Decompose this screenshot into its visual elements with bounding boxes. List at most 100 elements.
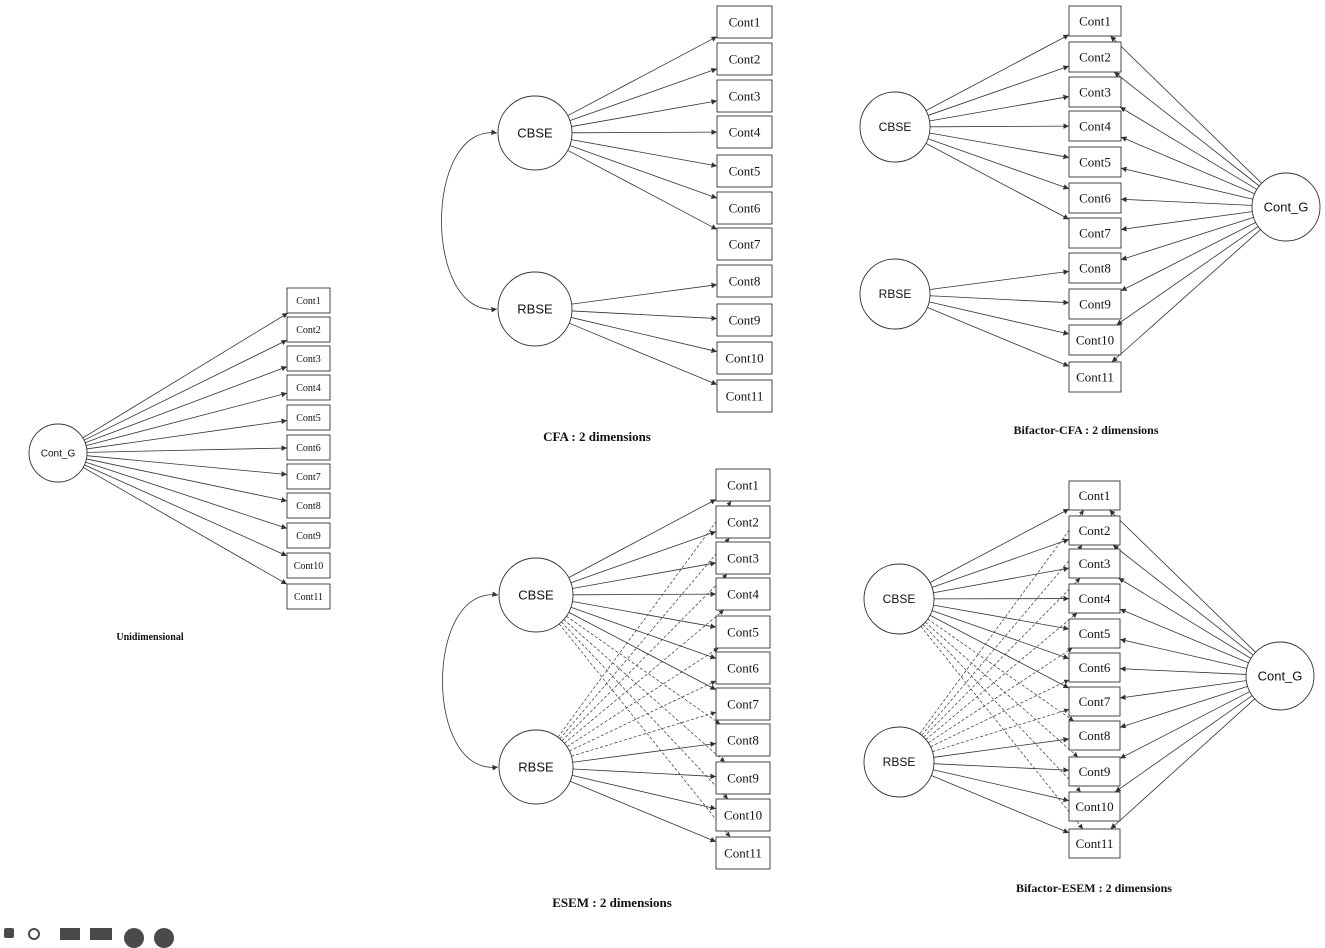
indicator-cont7: Cont7 [717,228,772,260]
cross-loading-arrow [931,680,1069,747]
indicator-cont8-label: Cont8 [1079,261,1111,276]
cross-loading-arrow [558,501,731,737]
indicator-cont1: Cont1 [1069,481,1120,510]
loading-arrow [572,311,717,319]
loading-arrow [933,568,1069,593]
indicator-cont1: Cont1 [716,469,770,501]
indicator-cont9: Cont9 [717,304,772,336]
general-factor-node: Cont_G [29,424,87,482]
loading-arrow [934,764,1069,771]
latent-factor-rbse-label: RBSE [517,302,553,317]
indicator-cont4: Cont4 [717,116,772,148]
cross-loading-arrow [562,574,727,741]
indicator-cont9: Cont9 [1069,289,1121,319]
circle-icon[interactable] [124,928,144,948]
general-loading-arrow [1121,222,1256,290]
cross-loading-arrow [559,624,730,837]
loading-arrow [569,323,717,384]
indicator-cont4-label: Cont4 [1079,591,1111,606]
indicator-cont10-label: Cont10 [725,351,763,366]
general-loading-arrow [1114,72,1259,186]
model-caption: CFA : 2 dimensions [543,429,651,444]
latent-factor-cbse-label: CBSE [879,120,912,134]
cross-loading-arrow [925,622,1078,757]
loading-arrow [927,307,1069,366]
indicator-cont10: Cont10 [717,342,772,374]
loading-arrow [568,37,717,116]
indicator-cont2: Cont2 [1069,516,1120,545]
loading-arrow [572,132,717,133]
loading-arrow [572,563,716,589]
panel-icon[interactable] [60,928,80,940]
general-loading-arrow [1120,681,1246,698]
indicator-cont8: Cont8 [1069,721,1120,750]
loading-arrow [571,317,717,351]
general-loading-arrow [1111,699,1255,829]
model-caption: ESEM : 2 dimensions [552,895,672,910]
indicator-cont5-label: Cont5 [296,413,320,424]
loading-arrow [930,271,1069,289]
model-cfa: CBSERBSECont1Cont2Cont3Cont4Cont5Cont6Co… [442,6,773,444]
indicator-cont1: Cont1 [717,6,772,38]
indicator-cont9-label: Cont9 [296,531,320,542]
general-loading-arrow [83,467,287,584]
indicator-cont11: Cont11 [1069,829,1120,858]
latent-factor-cbse-label: CBSE [883,592,916,606]
link-icon[interactable] [154,928,174,948]
indicator-cont5: Cont5 [1069,619,1120,648]
indicator-cont5: Cont5 [717,155,772,187]
general-loading-arrow [85,367,287,443]
indicator-cont10: Cont10 [1069,792,1120,821]
indicator-cont3: Cont3 [1069,549,1120,578]
model-caption: Bifactor-ESEM : 2 dimensions [1016,881,1172,895]
pencil-icon[interactable] [4,928,14,938]
indicator-cont5-label: Cont5 [727,625,759,640]
indicator-cont5: Cont5 [287,405,330,430]
indicator-cont8: Cont8 [1069,253,1121,283]
indicator-cont9: Cont9 [716,762,770,794]
indicator-cont3-label: Cont3 [727,551,759,566]
latent-factor-cbse: CBSE [498,96,572,170]
loading-arrow [930,615,1069,688]
indicator-cont4-label: Cont4 [727,587,759,602]
loading-arrow [571,607,716,658]
indicator-cont1-label: Cont1 [729,15,761,30]
cross-loading-arrow [564,620,725,762]
indicator-cont11: Cont11 [287,584,330,609]
indicator-cont5-label: Cont5 [729,164,761,179]
general-loading-arrow [1121,137,1255,194]
indicator-cont8: Cont8 [716,724,770,756]
indicator-cont6-label: Cont6 [1079,660,1111,675]
indicator-cont1-label: Cont1 [727,478,759,493]
indicator-cont7-label: Cont7 [1079,694,1111,709]
general-loading-arrow [1118,578,1251,658]
indicator-cont2-label: Cont2 [727,515,759,530]
indicator-cont9-label: Cont9 [1079,297,1111,312]
general-loading-arrow [1120,686,1248,727]
latent-factor-rbse-label: RBSE [518,760,554,775]
indicator-cont5-label: Cont5 [1079,155,1111,170]
indicator-cont7: Cont7 [287,464,330,489]
loading-arrow [571,101,717,127]
loading-arrow [572,285,717,304]
model-caption: Bifactor-CFA : 2 dimensions [1014,423,1159,437]
general-factor-node: Cont_G [1252,173,1320,241]
factor-correlation-arrow [442,133,498,310]
indicator-cont10-label: Cont10 [294,561,323,572]
search-icon[interactable] [28,928,40,940]
export-icon[interactable] [90,928,112,940]
cross-loading-arrow [926,613,1077,740]
indicator-cont2-label: Cont2 [296,325,320,336]
indicator-cont4-label: Cont4 [729,125,761,140]
indicator-cont4: Cont4 [716,578,770,610]
model-unidimensional: Cont_GCont1Cont2Cont3Cont4Cont5Cont6Cont… [29,288,330,643]
latent-factor-cbse: CBSE [860,92,930,162]
indicator-cont6-label: Cont6 [727,661,759,676]
cross-loading-arrow [571,712,716,756]
indicator-cont1-label: Cont1 [296,296,320,307]
loading-arrow [928,139,1069,189]
indicator-cont6: Cont6 [1069,183,1121,213]
indicator-cont2: Cont2 [716,506,770,538]
indicator-cont3-label: Cont3 [296,354,320,365]
general-factor-node-label: Cont_G [1258,669,1303,684]
